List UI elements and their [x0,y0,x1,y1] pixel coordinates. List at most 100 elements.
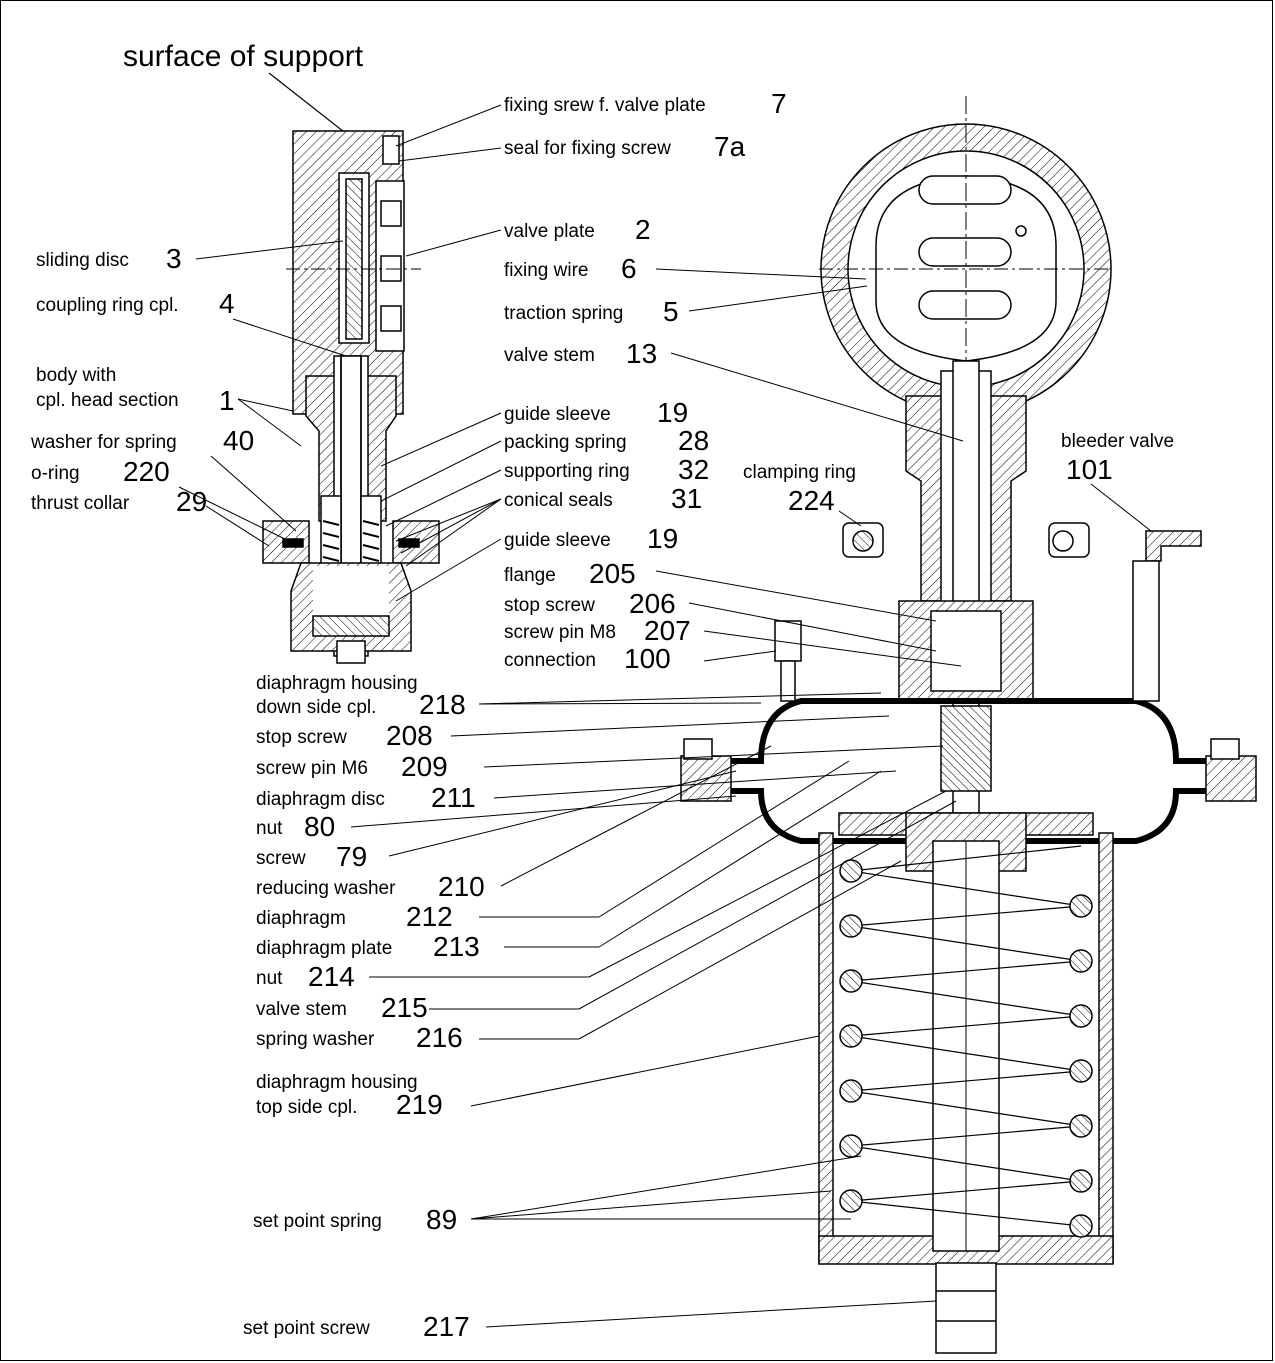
label-number: 211 [431,782,476,813]
label-number: 19 [647,523,678,554]
label-washer-spring: washer for spring 40 [30,425,297,532]
label-reducing-washer: reducing washer 210 [256,745,772,902]
label-text: bleeder valve [1061,431,1174,452]
set-point-spring-coils [839,845,1093,1238]
label-text: guide sleeve [504,530,611,551]
label-valve-plate: valve plate 2 [405,214,651,257]
label-text: washer for spring [30,432,177,453]
label-number: 218 [419,689,466,720]
label-text: screw [256,848,306,869]
label-clamping-ring: clamping ring 224 [743,462,862,527]
label-text: spring washer [256,1029,375,1050]
label-flange: flange 205 [504,558,937,622]
label-number: 40 [223,425,254,456]
label-number: 29 [176,486,207,517]
left-section-view [262,130,440,664]
diagram-heading: surface of support [123,40,364,73]
callout-labels: fixing srew f. valve plate 7 seal for fi… [30,88,1174,1342]
label-number: 13 [626,338,657,369]
label-coupling-ring: coupling ring cpl. 4 [36,288,347,357]
label-number: 210 [438,871,485,902]
label-number: 205 [589,558,636,589]
label-thrust-collar: thrust collar 29 [31,486,270,547]
label-text: fixing srew f. valve plate [504,95,706,116]
label-body-head: body with cpl. head section 1 [36,365,302,447]
label-bleeder-valve: bleeder valve 101 [1061,431,1174,532]
label-text: diaphragm housing [256,673,418,694]
label-stop-screw-208: stop screw 208 [256,715,890,751]
label-screw-pin-m8: screw pin M8 207 [504,615,962,667]
label-conical-seals: conical seals 31 [395,483,702,567]
label-number: 217 [423,1311,470,1342]
label-text: reducing washer [256,878,396,899]
label-number: 2 [635,214,651,245]
label-number: 6 [621,253,637,284]
label-text-line2: down side cpl. [256,697,376,718]
label-text: set point screw [243,1318,370,1339]
label-number: 4 [219,288,235,319]
label-text: valve stem [504,345,595,366]
label-number: 214 [308,961,355,992]
label-number: 7a [714,131,746,162]
label-connection: connection 100 [504,643,777,674]
label-text: stop screw [504,595,595,616]
label-text: fixing wire [504,260,588,281]
label-o-ring: o-ring 220 [31,456,290,542]
label-text: nut [256,968,283,989]
label-number: 216 [416,1022,463,1053]
label-text-line2: top side cpl. [256,1097,357,1118]
label-number: 207 [644,615,691,646]
label-guide-sleeve-a: guide sleeve 19 [380,397,688,467]
label-spring-washer: spring washer 216 [256,860,902,1053]
label-valve-stem-13: valve stem 13 [504,338,964,442]
label-text: diaphragm [256,908,346,929]
label-text: connection [504,650,596,671]
label-number: 209 [401,751,448,782]
label-packing-spring: packing spring 28 [380,425,709,502]
label-number: 213 [433,931,480,962]
label-text: set point spring [253,1211,382,1232]
label-number: 32 [678,454,709,485]
label-number: 224 [788,485,835,516]
label-text: body with [36,365,116,386]
label-text: clamping ring [743,462,856,483]
label-fixing-wire: fixing wire 6 [504,253,867,284]
label-number: 1 [219,385,235,416]
label-text: thrust collar [31,493,130,514]
label-text: guide sleeve [504,404,611,425]
label-text: packing spring [504,432,627,453]
label-number: 220 [123,456,170,487]
label-text: traction spring [504,303,623,324]
label-text: supporting ring [504,461,630,482]
label-text: coupling ring cpl. [36,295,179,316]
label-number: 31 [671,483,702,514]
label-traction-spring: traction spring 5 [504,285,868,327]
label-number: 212 [406,901,453,932]
label-screw-pin-m6: screw pin M6 209 [256,745,944,782]
label-text: flange [504,565,556,586]
label-text: screw pin M6 [256,758,368,779]
label-nut-80: nut 80 [256,795,737,842]
label-number: 28 [678,425,709,456]
label-number: 219 [396,1089,443,1120]
label-number: 215 [381,992,428,1023]
label-nut-214: nut 214 [256,790,947,992]
label-text: diaphragm plate [256,938,392,959]
label-text: conical seals [504,490,613,511]
label-seal-fixing-screw: seal for fixing screw 7a [398,131,746,162]
label-set-point-spring: set point spring 89 [253,1155,862,1235]
label-number: 100 [624,643,671,674]
label-sliding-disc: sliding disc 3 [36,240,344,274]
label-text: diaphragm disc [256,789,385,810]
label-fixing-screw-valve-plate: fixing srew f. valve plate 7 [395,88,787,147]
label-text: stop screw [256,727,347,748]
label-text: o-ring [31,463,80,484]
label-stop-screw-206: stop screw 206 [504,588,937,652]
label-text: valve stem [256,999,347,1020]
label-number: 101 [1066,454,1113,485]
label-text: seal for fixing screw [504,138,671,159]
label-text: diaphragm housing [256,1072,418,1093]
label-number: 5 [663,296,679,327]
label-number: 206 [629,588,676,619]
